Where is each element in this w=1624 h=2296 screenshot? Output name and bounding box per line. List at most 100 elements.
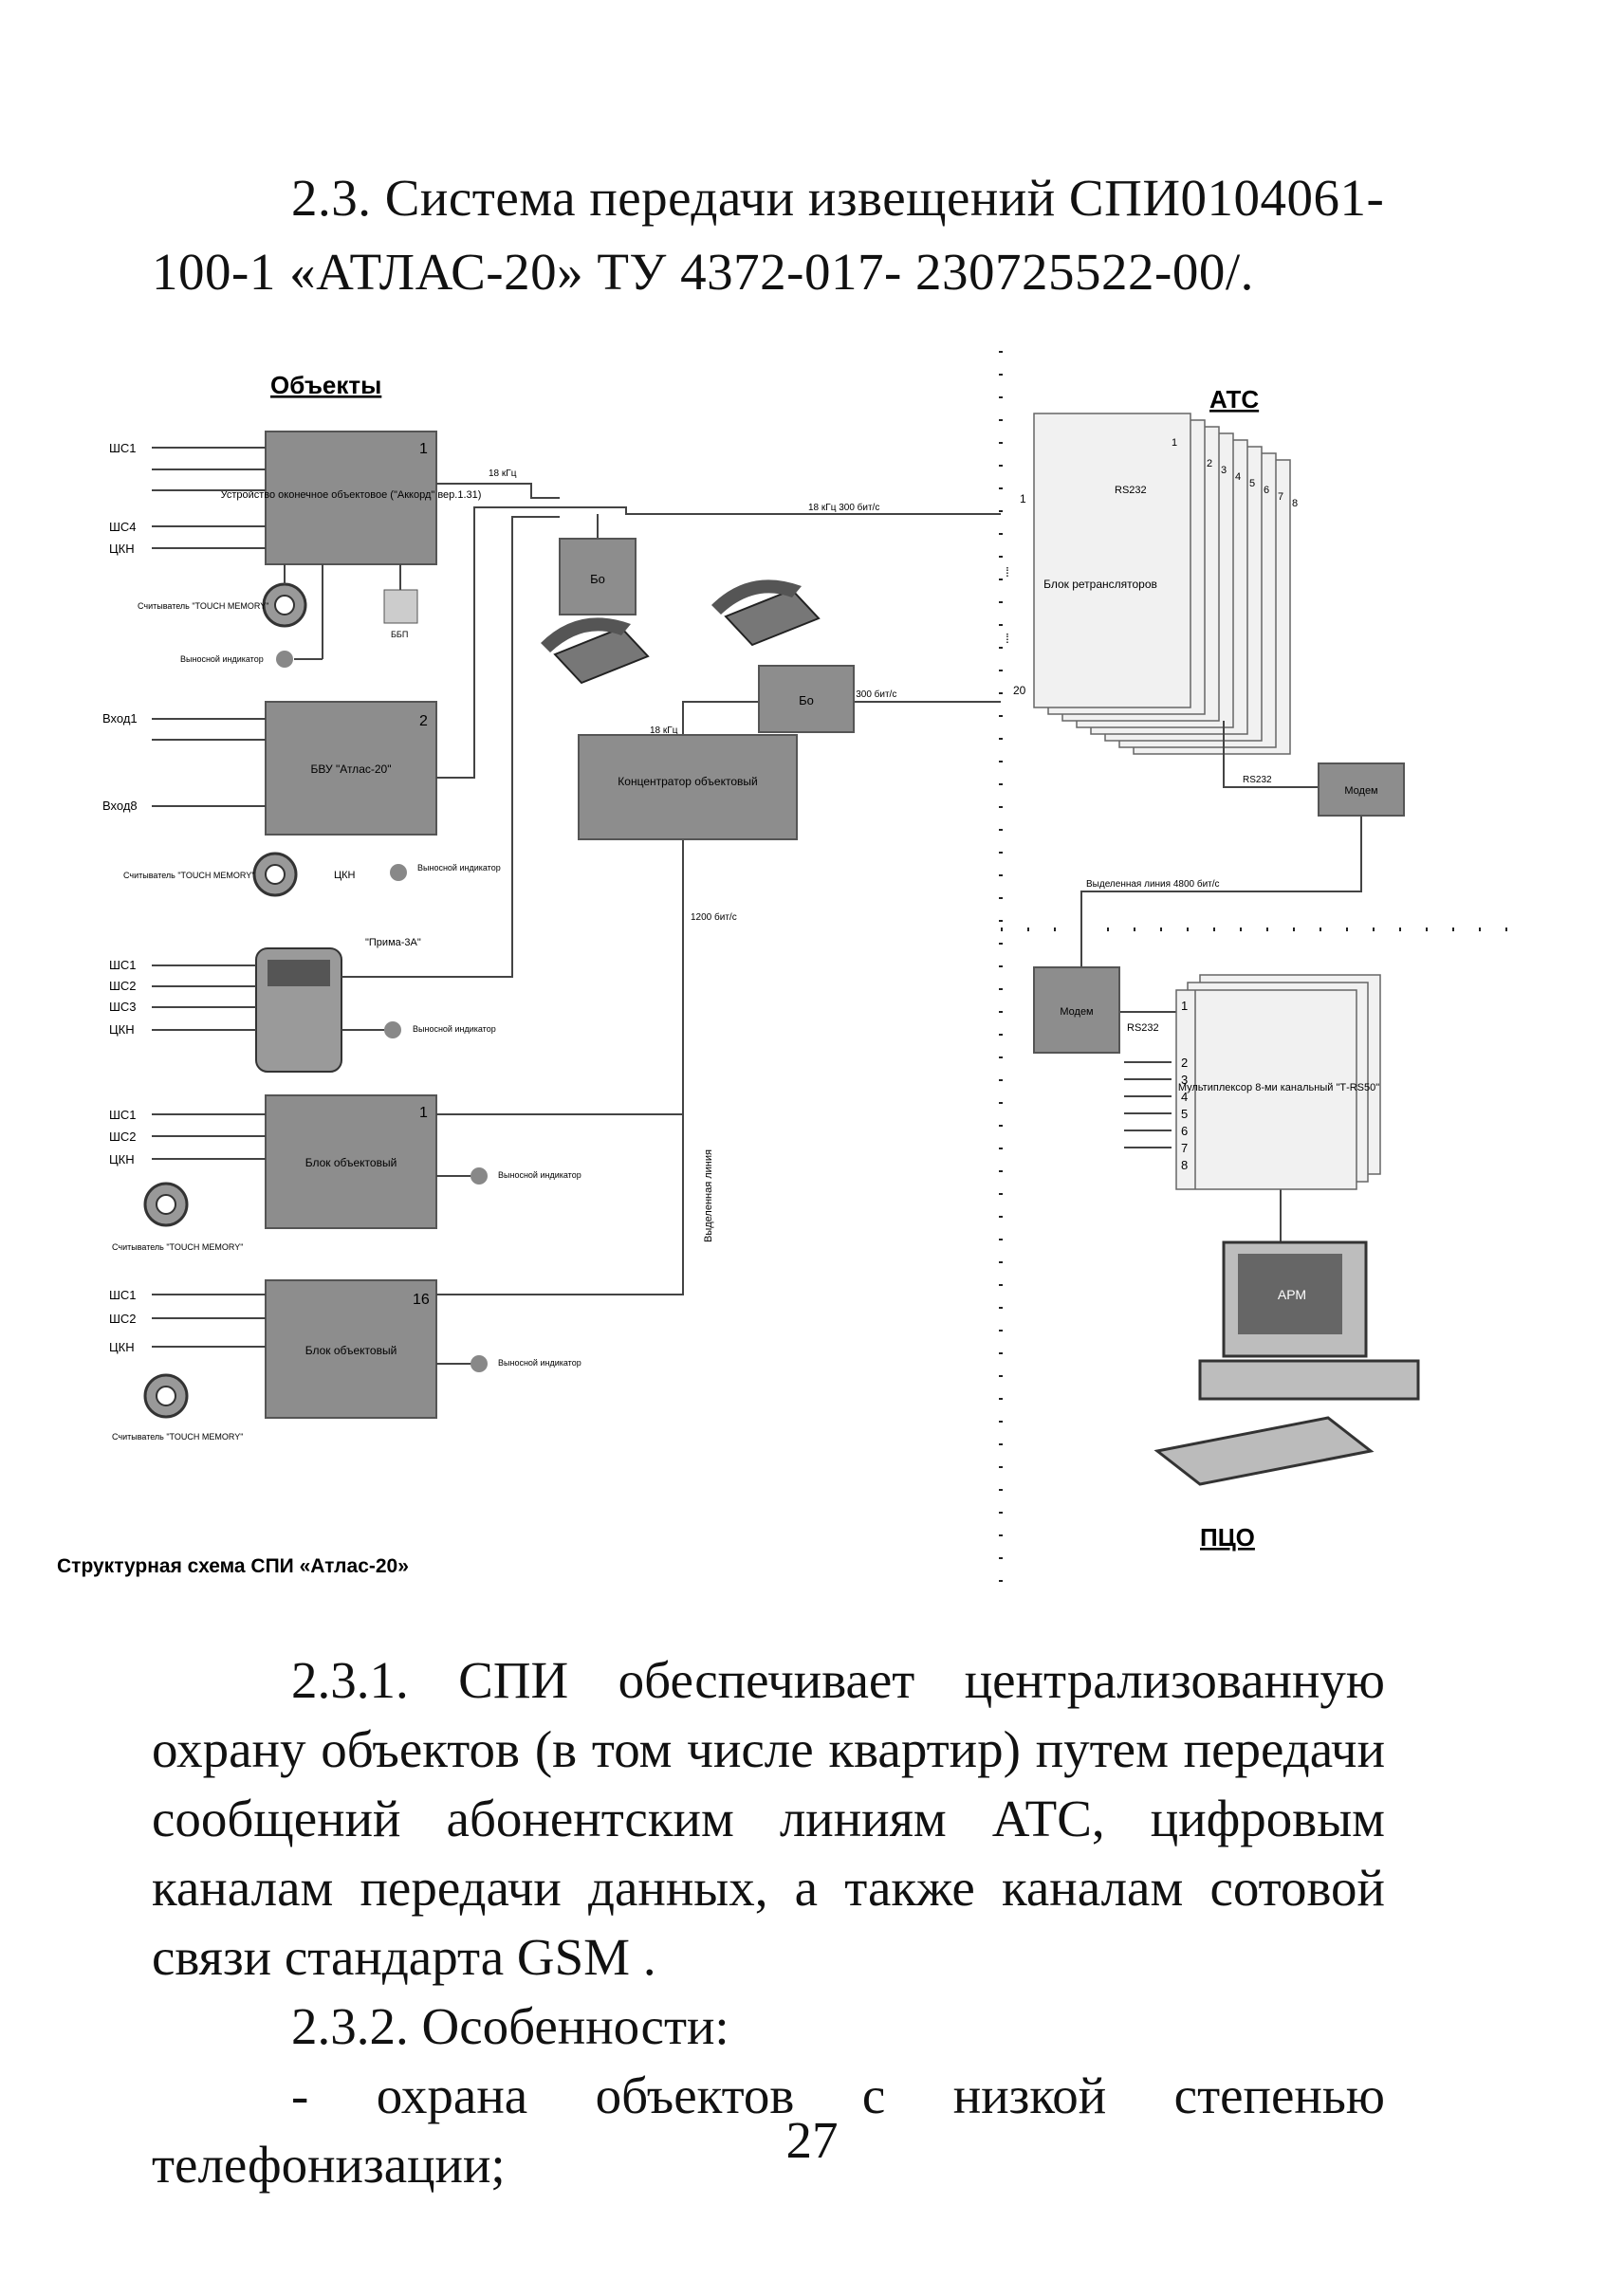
svg-text:8: 8 (1292, 498, 1298, 509)
svg-text:3: 3 (1181, 1073, 1188, 1087)
svg-text:Устройство оконечное объектово: Устройство оконечное объектовое ("Аккорд… (221, 489, 482, 501)
svg-text:6: 6 (1264, 485, 1269, 496)
modem-pco: Модем (1033, 966, 1120, 1054)
svg-text:4: 4 (1181, 1090, 1188, 1104)
svg-text:Выносной индикатор: Выносной индикатор (417, 863, 501, 872)
svg-text:Блок объектовый: Блок объектовый (305, 1344, 397, 1357)
svg-text:ЦКН: ЦКН (109, 1340, 135, 1354)
svg-text:2: 2 (1207, 458, 1212, 469)
svg-text:Бо: Бо (590, 572, 605, 586)
modem-ats: Модем (1318, 762, 1405, 817)
svg-text:Считыватель "TOUCH MEMORY": Считыватель "TOUCH MEMORY" (112, 1242, 243, 1252)
objects-label: Объекты (270, 371, 381, 399)
indicator-lamp-icon (384, 1021, 401, 1038)
svg-text:Считыватель "TOUCH MEMORY": Считыватель "TOUCH MEMORY" (138, 601, 268, 611)
rate-1200-label: 1200 бит/с (691, 911, 737, 923)
svg-text:Модем: Модем (1060, 1006, 1093, 1018)
diagram-caption: Структурная схема СПИ «Атлас-20» (57, 1555, 409, 1577)
svg-text:1: 1 (419, 441, 428, 457)
svg-text:ШС2: ШС2 (109, 1130, 137, 1144)
body-text: 2.3.1. СПИ обеспечивает централизованную… (152, 1645, 1385, 2199)
dedicated-line-4800-label: Выделенная линия 4800 бит/с (1086, 878, 1220, 890)
bo-box-1: Бо (559, 538, 637, 615)
structure-diagram: Объекты АТС ПЦО 1 Устройство оконечное о… (57, 351, 1527, 1584)
svg-text:1: 1 (1172, 437, 1177, 449)
svg-text:7: 7 (1278, 491, 1283, 503)
terminal-device-1: 1 Устройство оконечное объектовое ("Акко… (109, 431, 482, 668)
svg-text:Бо: Бо (799, 693, 814, 707)
svg-text:ШС4: ШС4 (109, 520, 137, 534)
bo-box-2: Бо (758, 665, 855, 733)
svg-text:RS232: RS232 (1115, 485, 1147, 496)
svg-text:БВУ "Атлас-20": БВУ "Атлас-20" (311, 762, 392, 776)
svg-text:7: 7 (1181, 1141, 1188, 1155)
svg-text:ШС2: ШС2 (109, 1312, 137, 1326)
paragraph-2-3-1: 2.3.1. СПИ обеспечивает централизованную… (152, 1651, 1385, 1986)
svg-text:Вход1: Вход1 (102, 711, 138, 726)
svg-text:Мультиплексор 8-ми канальный ": Мультиплексор 8-ми канальный "Т-RS50" (1178, 1082, 1379, 1093)
telephone-icon (541, 617, 650, 685)
svg-text:"Прима-3А": "Прима-3А" (365, 937, 421, 948)
svg-text:ШС1: ШС1 (109, 441, 137, 455)
dedicated-line-label: Выделенная линия (703, 1149, 714, 1242)
svg-text:Выносной индикатор: Выносной индикатор (498, 1170, 581, 1180)
svg-text:ББП: ББП (391, 630, 408, 639)
object-concentrator: Концентратор объектовый (578, 734, 798, 840)
freq-label-18khz: 18 кГц (489, 468, 517, 479)
freq-label-18khz-2: 18 кГц (650, 726, 678, 736)
port-dots: ⁞ (1006, 631, 1009, 646)
paragraph-feature-1: - охрана объектов с низкой степенью теле… (152, 2066, 1385, 2194)
svg-text:6: 6 (1181, 1124, 1188, 1138)
svg-text:1: 1 (1181, 999, 1188, 1013)
paragraph-2-3-2: 2.3.2. Особенности: (291, 1997, 729, 2055)
svg-text:ШС3: ШС3 (109, 1000, 137, 1014)
svg-text:Считыватель "TOUCH MEMORY": Считыватель "TOUCH MEMORY" (112, 1432, 243, 1442)
section-heading: 2.3. Система передачи извещений СПИ01040… (152, 169, 1385, 301)
power-supply-icon (383, 589, 418, 624)
keyboard-icon (1153, 1416, 1375, 1486)
svg-text:Выносной индикатор: Выносной индикатор (413, 1024, 496, 1034)
indicator-lamp-icon (390, 864, 407, 881)
object-block-1: 1 Блок объектовый ШС1 ШС2 ЦКН Считывател… (109, 1094, 581, 1252)
object-wiring (341, 483, 1001, 1295)
svg-text:ШС1: ШС1 (109, 958, 137, 972)
telephone-icon (711, 579, 821, 647)
svg-text:2: 2 (1181, 1056, 1188, 1070)
svg-text:ЦКН: ЦКН (334, 870, 356, 881)
svg-text:Блок ретрансляторов: Блок ретрансляторов (1043, 578, 1157, 591)
svg-text:4: 4 (1235, 471, 1241, 483)
svg-text:АРМ: АРМ (1278, 1287, 1306, 1302)
svg-text:Блок объектовый: Блок объектовый (305, 1156, 397, 1169)
svg-text:8: 8 (1181, 1158, 1188, 1172)
workstation-arm: АРМ (1153, 1240, 1420, 1486)
svg-text:Считыватель "TOUCH MEMORY": Считыватель "TOUCH MEMORY" (123, 871, 254, 880)
svg-text:20: 20 (1013, 684, 1026, 697)
svg-text:Концентратор объектовый: Концентратор объектовый (618, 775, 757, 788)
rs232-label-pco: RS232 (1127, 1022, 1159, 1034)
svg-text:1: 1 (1020, 492, 1026, 505)
svg-text:Вход8: Вход8 (102, 799, 138, 813)
multiplexer-t-rs50: Мультиплексор 8-ми канальный "Т-RS50" 1 … (1175, 974, 1381, 1190)
prima-3a-panel: "Прима-3А" ШС1 ШС2 ШС3 ЦКН Выносной инди… (109, 937, 496, 1073)
page-number: 27 (785, 2111, 839, 2169)
svg-text:ЦКН: ЦКН (109, 1152, 135, 1166)
ats-label: АТС (1209, 385, 1259, 413)
svg-text:1: 1 (419, 1105, 428, 1121)
indicator-lamp-icon (471, 1355, 488, 1372)
indicator-lamp-icon (276, 651, 293, 668)
svg-text:2: 2 (419, 713, 428, 729)
svg-text:5: 5 (1181, 1107, 1188, 1121)
svg-text:ШС2: ШС2 (109, 979, 137, 993)
svg-text:Выносной индикатор: Выносной индикатор (498, 1358, 581, 1368)
svg-text:ЦКН: ЦКН (109, 1022, 135, 1037)
svg-text:3: 3 (1221, 465, 1227, 476)
indicator-lamp-icon (471, 1167, 488, 1185)
svg-text:Выносной индикатор: Выносной индикатор (180, 654, 264, 664)
object-block-16: 16 Блок объектовый ШС1 ШС2 ЦКН Считывате… (109, 1279, 581, 1442)
svg-text:Модем: Модем (1344, 785, 1377, 797)
repeater-block-stack: Блок ретрансляторов RS232 1 2 3 4 5 6 7 … (1013, 413, 1298, 755)
svg-text:ШС1: ШС1 (109, 1108, 137, 1122)
bvu-atlas-20: 2 БВУ "Атлас-20" Вход1 Вход8 Считыватель… (102, 701, 501, 897)
pco-label: ПЦО (1200, 1523, 1255, 1552)
svg-text:16: 16 (413, 1292, 430, 1308)
